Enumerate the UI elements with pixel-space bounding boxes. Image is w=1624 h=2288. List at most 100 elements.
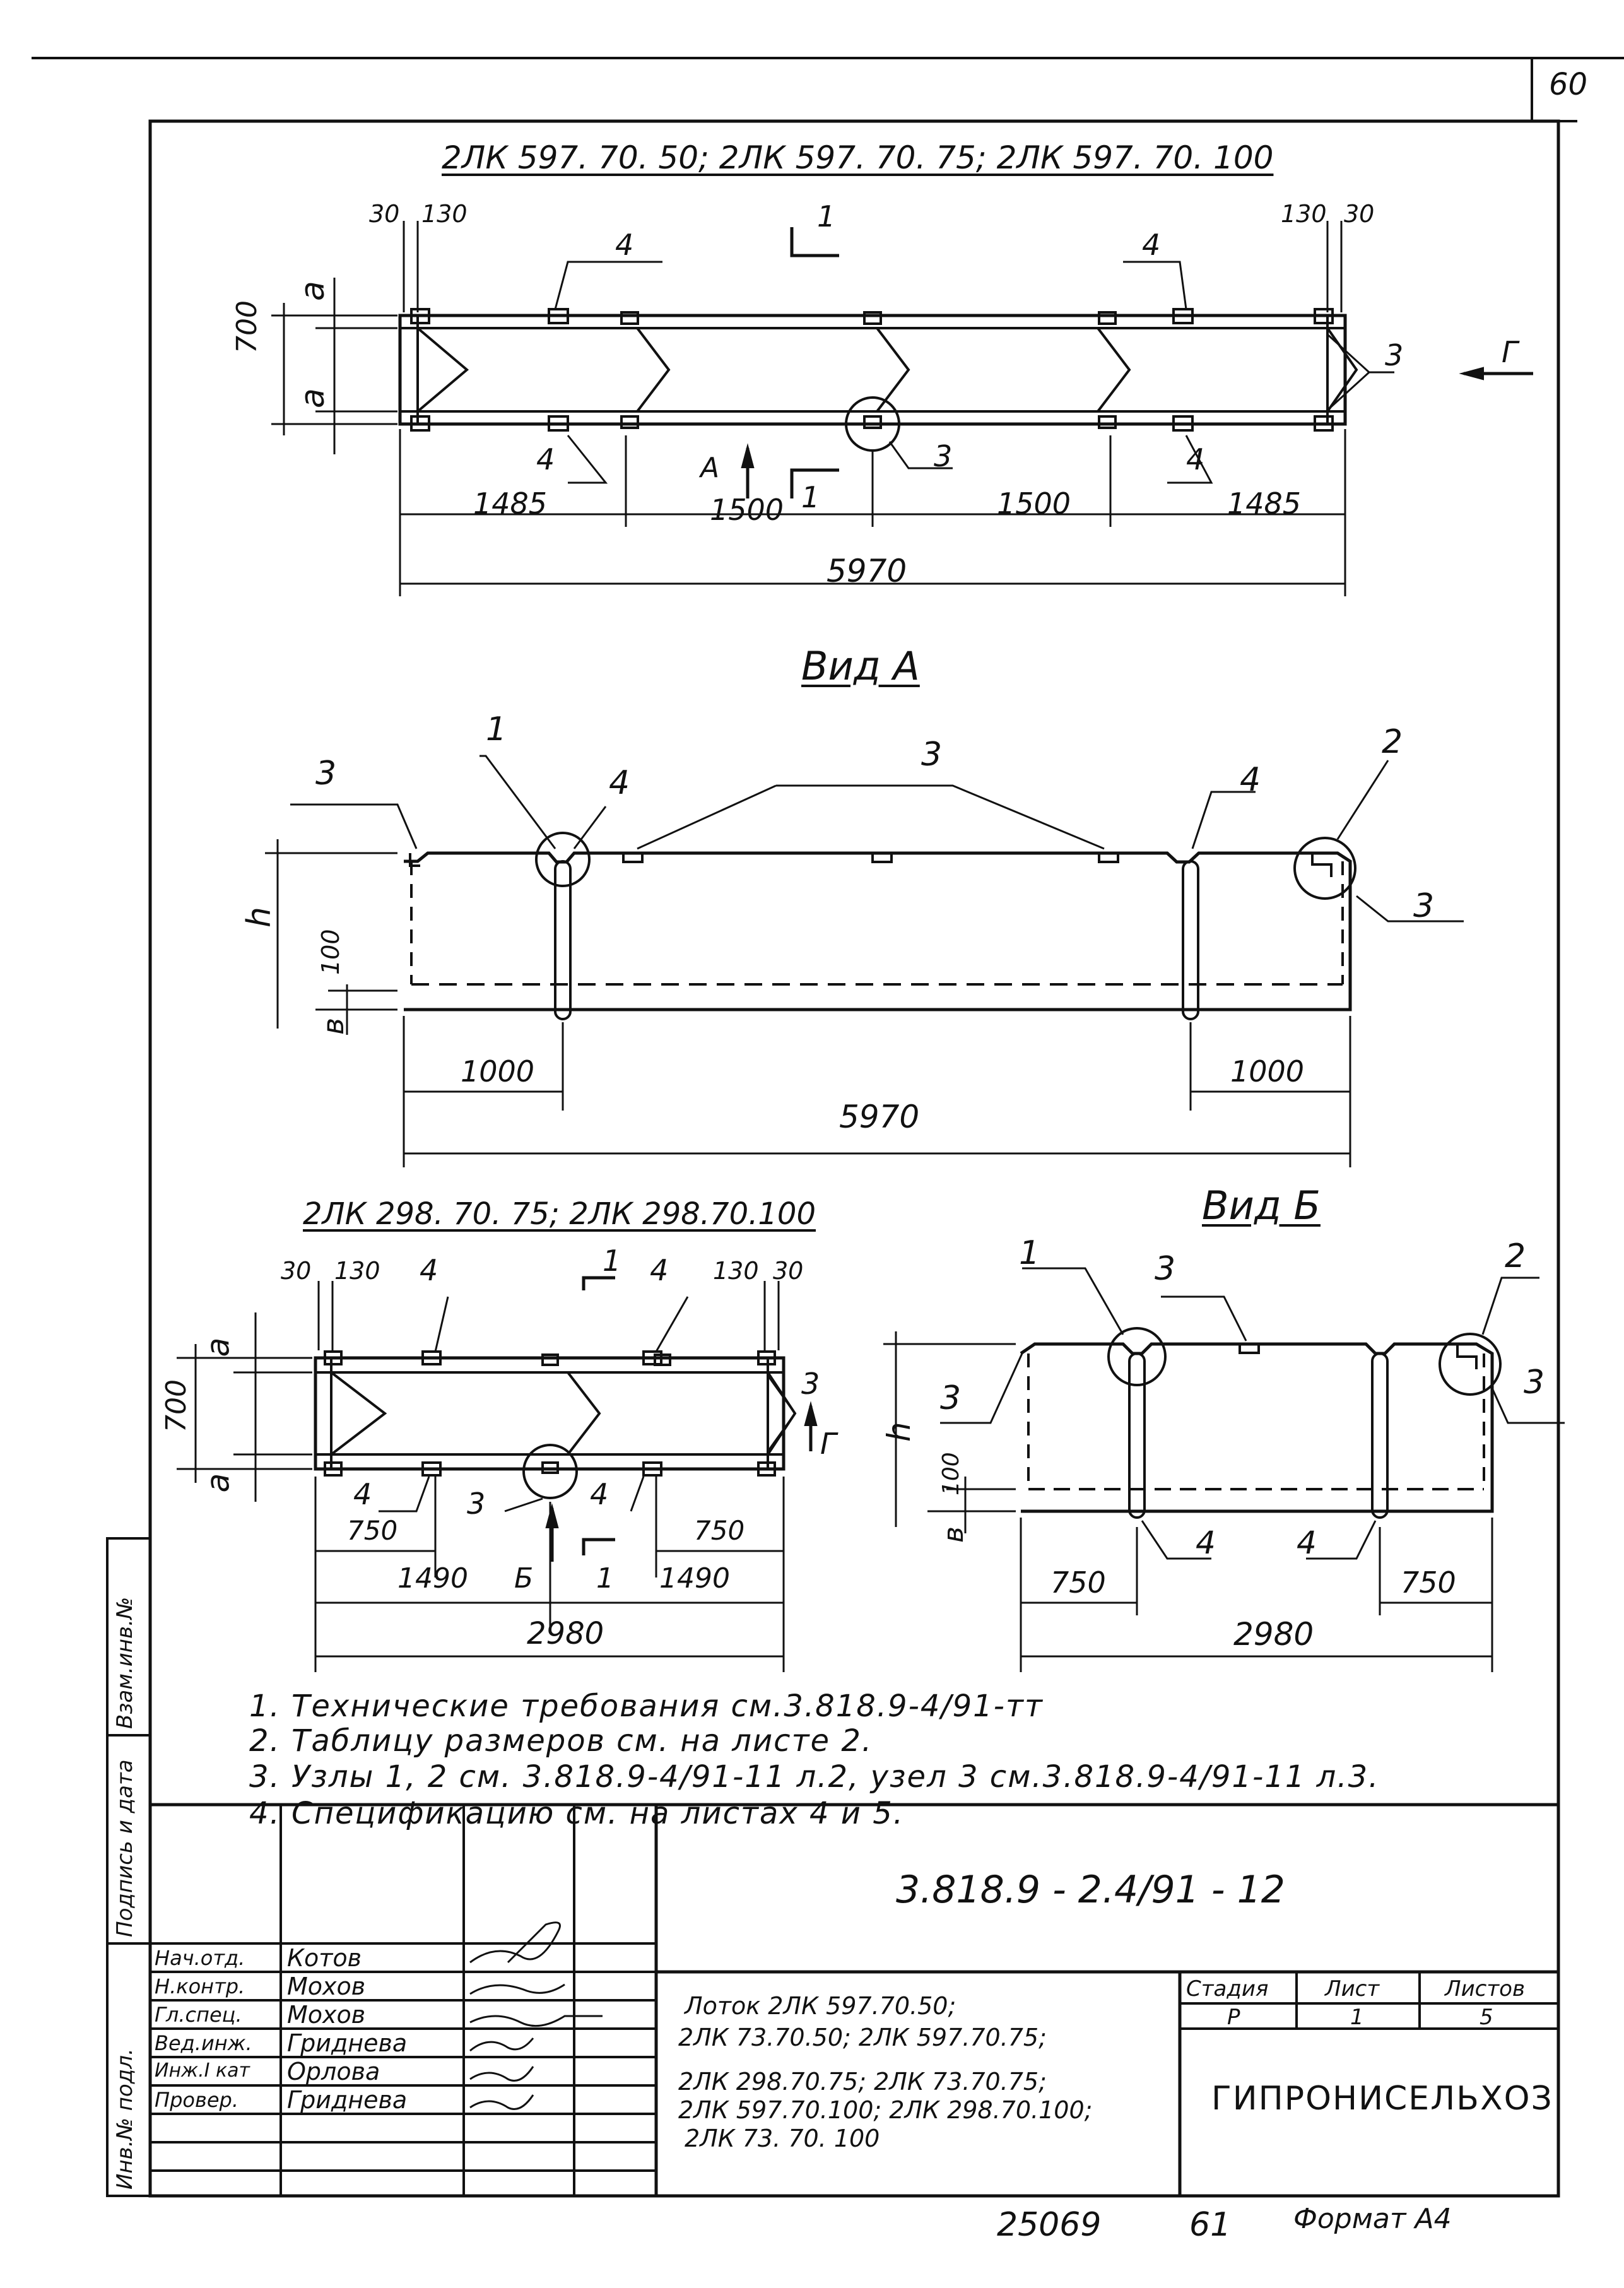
name-2: Мохов [287, 1973, 366, 2000]
lower-dim-30-right: 30 [773, 1257, 804, 1285]
dim-1485-right: 1485 [1227, 486, 1302, 521]
description-line-1: Лоток 2ЛК 597.70.50; [685, 1992, 956, 2020]
view-b-callout-3-top: 3 [1155, 1250, 1176, 1288]
lower-callout-3-middle: 3 [467, 1487, 486, 1521]
callout-4-top-right: 4 [1142, 228, 1161, 262]
name-6: Гриднева [287, 2086, 408, 2114]
view-a-dim-1000-left: 1000 [461, 1054, 535, 1088]
lower-dim-700: 700 [160, 1379, 192, 1432]
view-a-callout-4-left: 4 [609, 764, 630, 802]
note-1: 1. Технические требования см.3.818.9-4/9… [249, 1689, 1044, 1724]
lower-dim-130-right: 130 [713, 1257, 759, 1285]
footer-format: Формат А4 [1293, 2203, 1452, 2235]
lower-dim-130-left: 130 [334, 1257, 380, 1285]
view-a-dim-100: 100 [317, 929, 344, 975]
stamp-vzam-inv: Взам.инв.№ [112, 1596, 138, 1729]
title-block-grid [150, 1803, 1558, 2196]
lower-section-1-bottom: 1 [596, 1562, 614, 1595]
dim-130-right: 130 [1281, 200, 1327, 228]
view-a-title: Вид А [801, 643, 920, 689]
view-b-dim-b: в [938, 1526, 970, 1543]
description-line-4: 2ЛК 597.70.100; 2ЛК 298.70.100; [678, 2096, 1093, 2124]
note-2: 2. Таблицу размеров см. на листе 2. [249, 1723, 873, 1759]
description-line-5: 2ЛК 73. 70. 100 [685, 2125, 880, 2152]
view-a-dim-1000-right: 1000 [1230, 1054, 1305, 1088]
view-g-marker: Г [1502, 335, 1518, 369]
callout-4-top-left: 4 [615, 228, 634, 262]
view-b-linework [883, 1267, 1565, 1672]
view-a-dim-b: в [316, 1017, 350, 1035]
view-b-callout-1: 1 [1019, 1234, 1040, 1272]
view-b-dim-2980: 2980 [1233, 1616, 1314, 1653]
view-b-callout-4-left: 4 [1196, 1524, 1216, 1561]
view-a-callout-3-top: 3 [921, 736, 943, 774]
lower-dim-a-top: a [199, 1337, 237, 1357]
role-3: Гл.спец. [155, 2003, 242, 2027]
role-6: Провер. [155, 2088, 238, 2112]
lower-dim-750-left: 750 [347, 1515, 398, 1546]
sheet-value: 1 [1350, 2005, 1364, 2030]
callout-3-right: 3 [1385, 338, 1404, 372]
note-4: 4. Спецификацию см. на листах 4 и 5. [249, 1796, 905, 1831]
lower-view-g-marker: Г [820, 1427, 837, 1461]
lower-callout-4-bottom-right: 4 [590, 1477, 609, 1511]
name-1: Котов [287, 1944, 362, 1972]
page-number: 60 [1549, 67, 1588, 102]
view-b-dim-h: h [881, 1422, 917, 1442]
view-a-linework [265, 755, 1464, 1167]
lower-dim-2980: 2980 [527, 1616, 604, 1651]
top-plan [271, 221, 1533, 596]
footer-sheet-number: 61 [1189, 2206, 1232, 2244]
dim-30-left: 30 [369, 200, 400, 228]
view-a-dim-h: h [240, 907, 278, 928]
stamp-podpis-data: Подпись и дата [112, 1759, 138, 1937]
lower-drawing-title: 2ЛК 298. 70. 75; 2ЛК 298.70.100 [303, 1196, 816, 1232]
note-3: 3. Узлы 1, 2 см. 3.818.9-4/91-11 л.2, уз… [249, 1759, 1380, 1795]
stamp-inv-podl: Инв.№ подл. [112, 2048, 138, 2190]
document-code: 3.818.9 - 2.4/91 - 12 [896, 1868, 1285, 1912]
lower-dim-30-left: 30 [281, 1257, 312, 1285]
view-b-callout-3-right: 3 [1524, 1364, 1545, 1401]
lower-section-1-top: 1 [603, 1244, 621, 1278]
lower-callout-4-top-left: 4 [420, 1253, 438, 1287]
stage-value: Р [1227, 2005, 1240, 2030]
role-4: Вед.инж. [155, 2031, 252, 2055]
dim-130-left: 130 [421, 200, 468, 228]
callout-3-middle: 3 [934, 439, 953, 473]
view-b-callout-2: 2 [1505, 1237, 1526, 1275]
dim-1485-left: 1485 [473, 486, 548, 521]
dim-5970-top: 5970 [827, 553, 907, 589]
lower-view-b-marker: Б [514, 1562, 534, 1595]
role-1: Нач.отд. [155, 1946, 245, 1970]
description-line-2: 2ЛК 73.70.50; 2ЛК 597.70.75; [678, 2024, 1047, 2051]
role-2: Н.контр. [155, 1974, 245, 1998]
section-1-top-label: 1 [817, 199, 836, 233]
callout-4-bottom-left: 4 [536, 442, 555, 476]
top-drawing-title: 2ЛК 597. 70. 50; 2ЛК 597. 70. 75; 2ЛК 59… [442, 139, 1274, 176]
sheets-label: Листов [1445, 1976, 1526, 2002]
dim-1500-b: 1500 [997, 486, 1071, 521]
view-a-callout-4-right: 4 [1240, 761, 1261, 799]
name-3: Мохов [287, 2001, 366, 2029]
view-b-dim-100: 100 [938, 1452, 964, 1495]
sheets-value: 5 [1480, 2005, 1493, 2030]
organization-name: ГИПРОНИСЕЛЬХОЗ [1211, 2080, 1553, 2118]
lower-callout-4-top-right: 4 [650, 1253, 669, 1287]
role-5: Инж.I кат [155, 2060, 250, 2082]
dim-a-top: a [293, 281, 332, 301]
lower-dim-a-bottom: a [199, 1473, 237, 1493]
view-a-callout-2: 2 [1382, 723, 1403, 761]
view-a-dim-5970: 5970 [839, 1099, 920, 1135]
sheet-label: Лист [1325, 1976, 1380, 2002]
stage-label: Стадия [1186, 1976, 1269, 2002]
lower-dim-1490-left: 1490 [397, 1562, 468, 1595]
view-a-marker: А [700, 452, 720, 484]
footer-inv-number: 25069 [997, 2206, 1102, 2244]
view-b-title: Вид Б [1202, 1182, 1321, 1229]
callout-4-bottom-right: 4 [1186, 442, 1205, 476]
view-a-callout-1: 1 [486, 711, 507, 748]
view-b-dim-750-right: 750 [1401, 1566, 1456, 1600]
lower-dim-1490-right: 1490 [659, 1562, 730, 1595]
section-1-bottom-label: 1 [801, 480, 820, 514]
